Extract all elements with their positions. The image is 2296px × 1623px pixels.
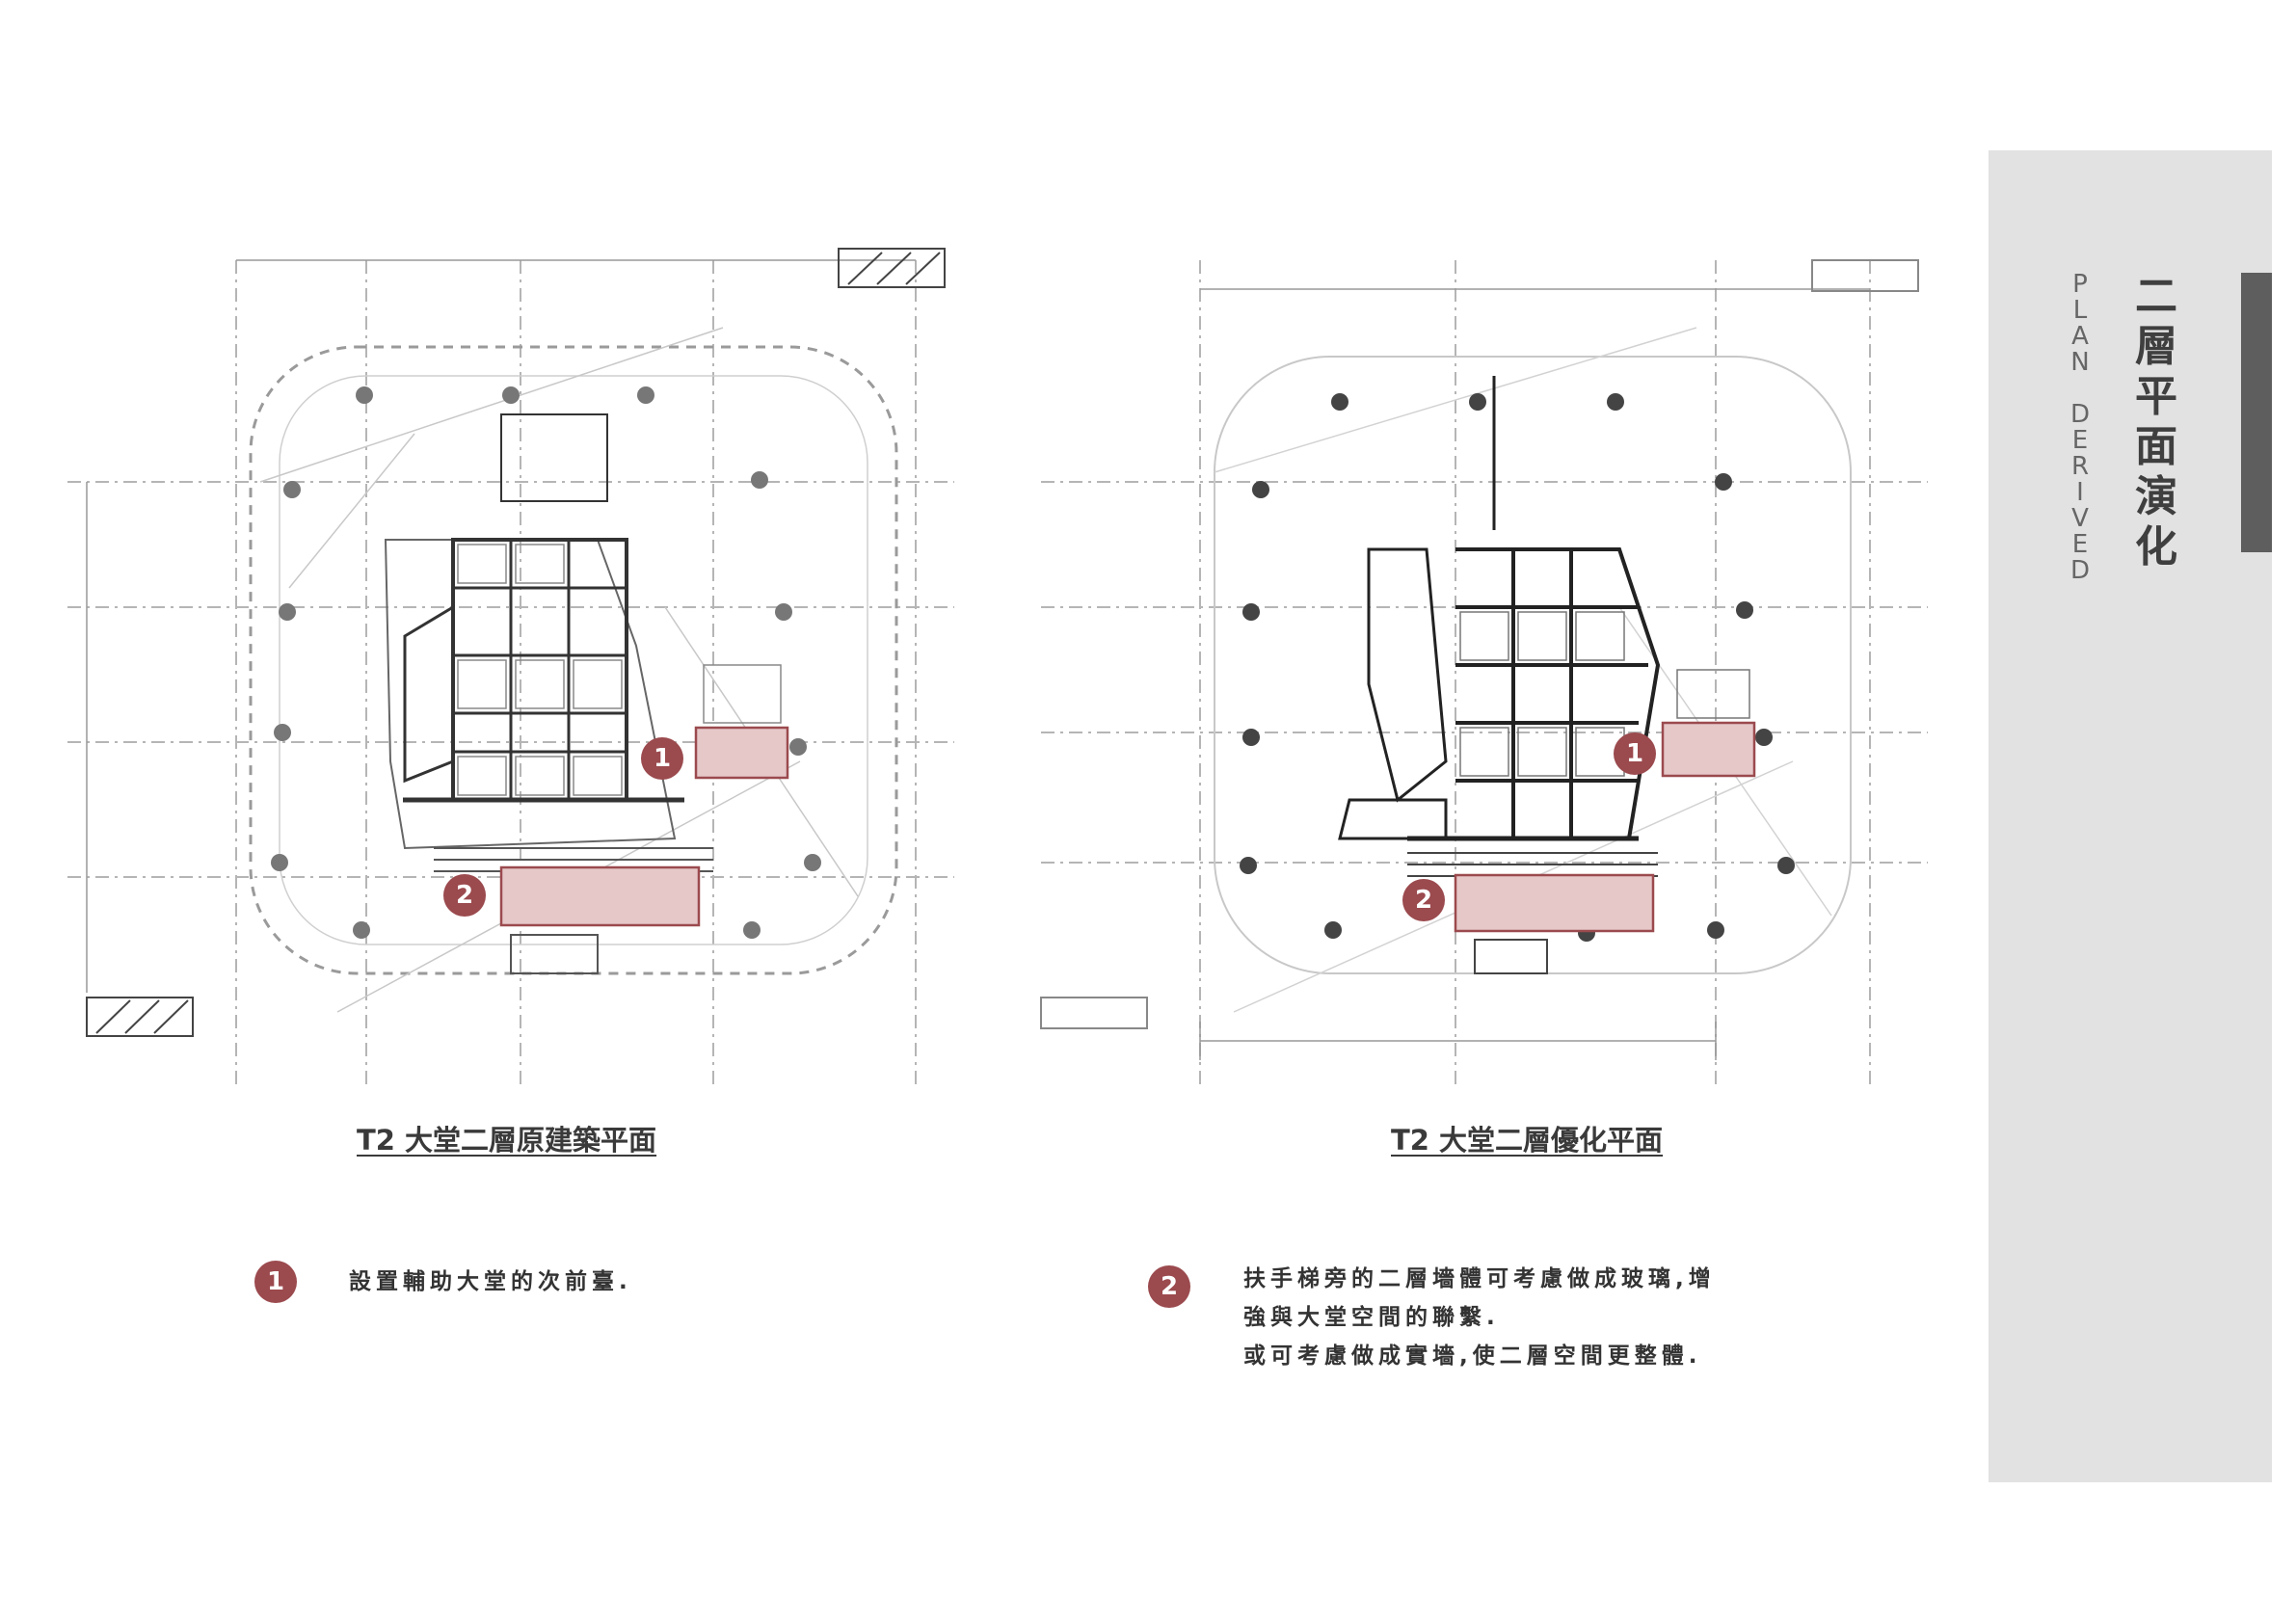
sidebar-accent-bar xyxy=(2241,273,2272,552)
original-plan-drawing xyxy=(48,222,993,1108)
note-1-text: 設置輔助大堂的次前臺. xyxy=(349,1263,632,1301)
sidebar-title-char: 化 xyxy=(2135,522,2177,572)
sidebar-title-char: I xyxy=(2076,478,2084,507)
highlight-zone-2 xyxy=(499,865,701,927)
original-plan-caption: T2 大堂二層原建築平面 xyxy=(357,1124,657,1157)
original-plan-svg xyxy=(67,248,954,1089)
sidebar-title-char: D xyxy=(2069,400,2091,429)
note-2-text: 扶手梯旁的二層墻體可考慮做成玻璃,增 強與大堂空間的聯繫. 或可考慮做成實墻,使… xyxy=(1243,1260,1716,1375)
sidebar-title-char: 平 xyxy=(2135,372,2177,421)
optimized-plan-drawing xyxy=(1022,222,1966,1108)
sidebar-title-char: L xyxy=(2072,296,2088,325)
optimized-plan-marker-1: 1 xyxy=(1614,732,1656,775)
sidebar-title-char: V xyxy=(2071,504,2089,533)
optimized-plan-marker-2: 2 xyxy=(1402,879,1445,921)
right-sidebar-panel xyxy=(1989,150,2272,1482)
sidebar-title-char: R xyxy=(2070,452,2090,481)
sidebar-title-char: E xyxy=(2071,426,2089,455)
sidebar-title-char: 面 xyxy=(2135,422,2177,471)
note-1-badge: 1 xyxy=(254,1261,297,1303)
sidebar-title-char xyxy=(2069,376,2092,402)
note-2-line: 強與大堂空間的聯繫. xyxy=(1243,1305,1500,1330)
sidebar-title-char: 演 xyxy=(2135,472,2177,521)
sidebar-title-zh: 二層平面演化 xyxy=(2132,272,2180,572)
note-2-line: 或可考慮做成實墻,使二層空間更整體. xyxy=(1243,1344,1702,1369)
original-plan-marker-2: 2 xyxy=(443,874,486,917)
highlight-zone-1 xyxy=(694,726,789,780)
original-plan-marker-1: 1 xyxy=(641,737,683,780)
sidebar-title-char: E xyxy=(2071,530,2089,559)
note-2-badge: 2 xyxy=(1148,1265,1190,1308)
sidebar-title-char: A xyxy=(2071,322,2089,351)
optimized-plan-caption: T2 大堂二層優化平面 xyxy=(1391,1124,1664,1157)
note-1-line: 設置輔助大堂的次前臺. xyxy=(349,1269,632,1294)
sidebar-title-char: D xyxy=(2069,556,2091,585)
note-2-line: 扶手梯旁的二層墻體可考慮做成玻璃,增 xyxy=(1243,1266,1716,1291)
highlight-zone-2 xyxy=(1454,873,1655,933)
sidebar-title-char: P xyxy=(2072,270,2088,299)
sidebar-title-char: 二 xyxy=(2135,272,2177,321)
sidebar-title-char: 層 xyxy=(2135,322,2177,371)
sidebar-title-char: N xyxy=(2070,348,2090,377)
optimized-plan-svg xyxy=(1040,259,1928,1089)
highlight-zone-1 xyxy=(1661,721,1756,778)
